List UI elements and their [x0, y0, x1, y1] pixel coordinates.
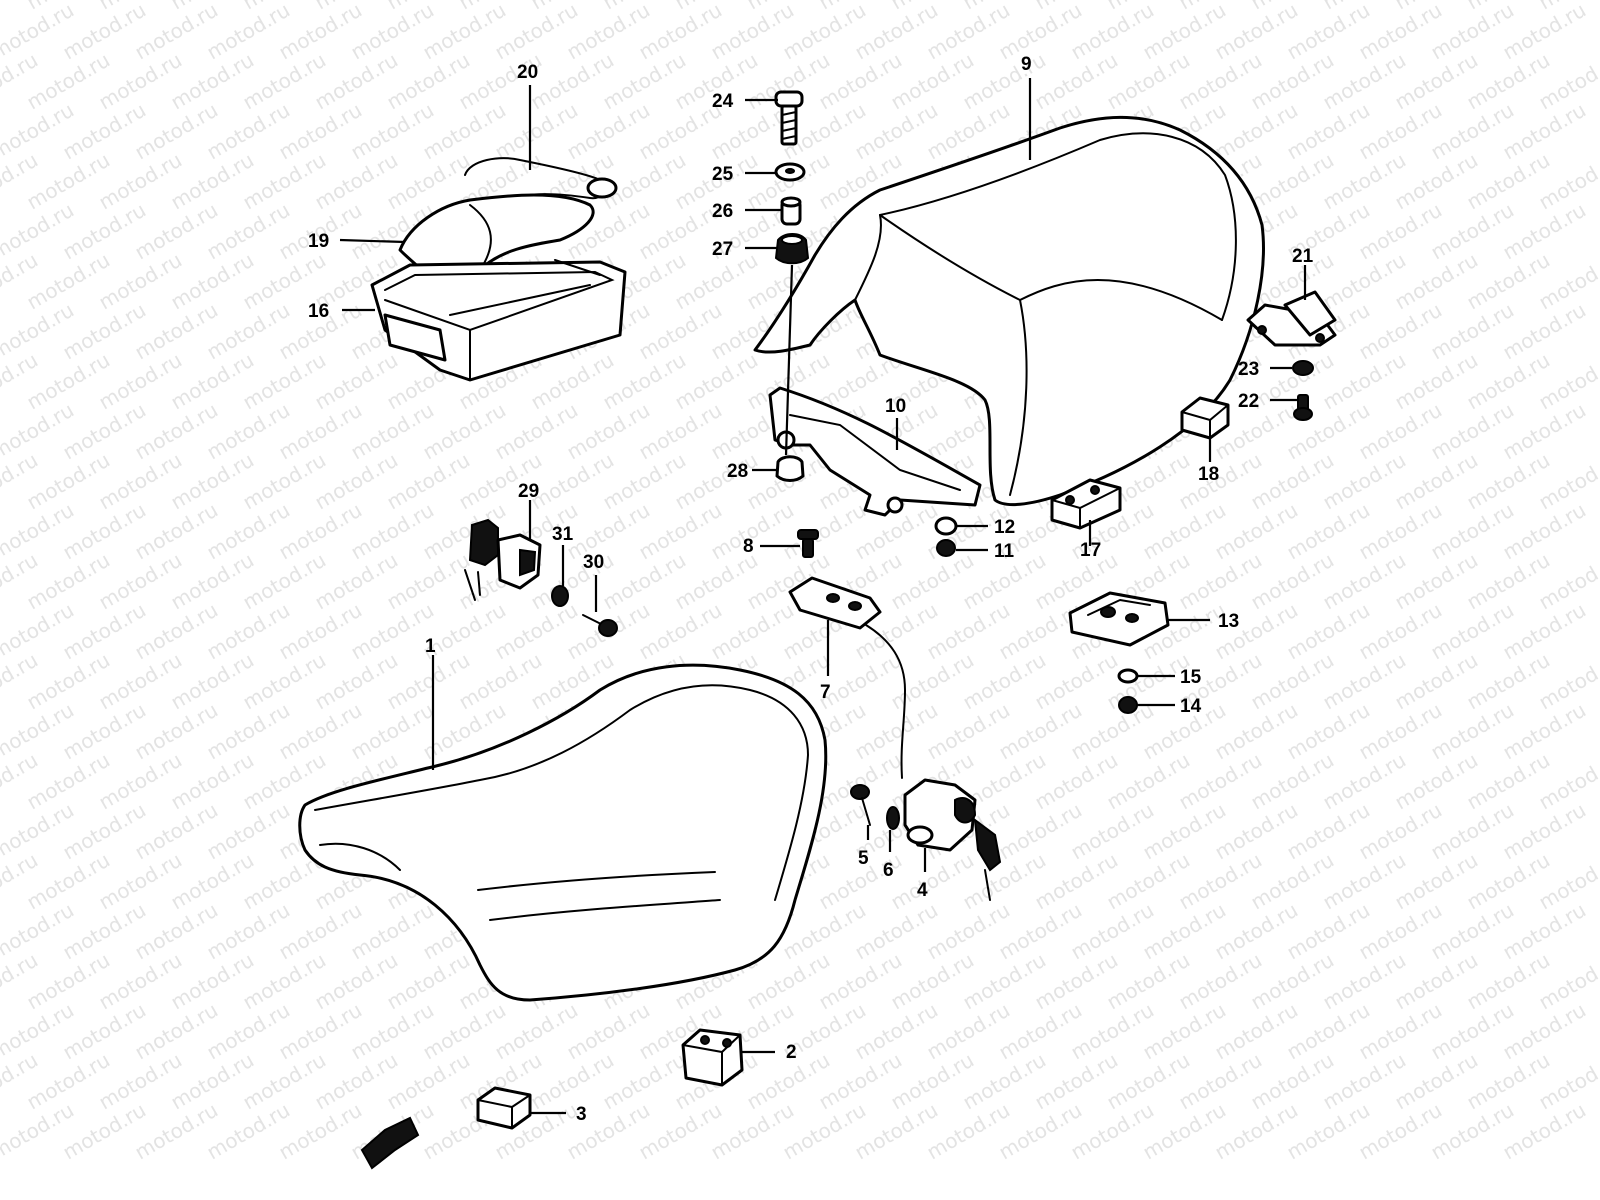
callout-13: 13 [1218, 611, 1239, 632]
lock-assembly-part-29 [464, 518, 542, 601]
callout-19: 19 [308, 231, 329, 252]
washer-part-12 [934, 516, 958, 536]
callout-14: 14 [1180, 696, 1202, 717]
callout-30: 30 [583, 552, 604, 573]
rubber-block-part-2 [681, 1028, 744, 1087]
callout-8: 8 [743, 536, 754, 557]
washer-part-31 [551, 585, 569, 607]
callout-1: 1 [425, 636, 436, 657]
callout-31: 31 [552, 524, 574, 545]
nut-part-14 [1118, 696, 1138, 714]
callout-20: 20 [517, 62, 538, 83]
collar-part-26 [780, 196, 802, 226]
callout-7: 7 [820, 682, 831, 703]
callout-24: 24 [712, 91, 734, 112]
callout-26: 26 [712, 201, 733, 222]
front-seat-part-1 [298, 663, 828, 1002]
cushion-part-28 [775, 455, 805, 482]
callout-27: 27 [712, 239, 733, 260]
callout-18: 18 [1198, 464, 1219, 485]
callout-29: 29 [518, 481, 539, 502]
callout-6: 6 [883, 860, 894, 881]
latch-base-part-13 [1068, 591, 1170, 647]
leader-lines [339, 78, 1307, 1115]
bolt-part-5 [850, 784, 871, 826]
hinge-bracket-part-21 [1246, 290, 1337, 347]
rear-seat-part-9 [753, 115, 1265, 506]
callout-4: 4 [917, 880, 928, 901]
callout-12: 12 [994, 517, 1015, 538]
rubber-block-part-18 [1180, 396, 1230, 440]
tray-part-16 [370, 259, 627, 382]
callout-5: 5 [858, 848, 869, 869]
callout-21: 21 [1292, 246, 1314, 267]
callout-3: 3 [576, 1104, 587, 1125]
washer-part-23 [1292, 360, 1314, 376]
callout-28: 28 [727, 461, 748, 482]
bolt-part-8 [797, 529, 819, 558]
rubber-block-part-17 [1050, 478, 1122, 530]
callout-25: 25 [712, 164, 734, 185]
cushion-part-27 [774, 233, 810, 265]
latch-plate-part-7 [788, 576, 907, 779]
callout-11: 11 [994, 541, 1015, 562]
bolt-part-30 [582, 614, 618, 637]
rubber-block-part-3 [476, 1086, 532, 1130]
callout-labels: 1 2 3 4 5 6 7 8 9 10 11 12 13 14 15 16 1… [308, 54, 1314, 1125]
callout-17: 17 [1080, 540, 1101, 561]
callout-23: 23 [1238, 359, 1259, 380]
callout-16: 16 [308, 301, 329, 322]
callout-22: 22 [1238, 391, 1259, 412]
washer-part-25 [774, 162, 806, 182]
nut-part-11 [936, 539, 956, 557]
washer-part-15 [1117, 668, 1139, 684]
callout-2: 2 [786, 1042, 797, 1063]
bolt-part-22 [1293, 394, 1313, 421]
leader-line-19 [339, 238, 406, 244]
front-direction-arrow-icon [360, 1116, 420, 1170]
callout-9: 9 [1021, 54, 1032, 75]
callout-15: 15 [1180, 667, 1202, 688]
washer-part-6 [886, 806, 900, 830]
callout-10: 10 [885, 396, 906, 417]
leader-line-shaft [784, 264, 794, 456]
seat-lock-part-4 [903, 778, 1002, 901]
